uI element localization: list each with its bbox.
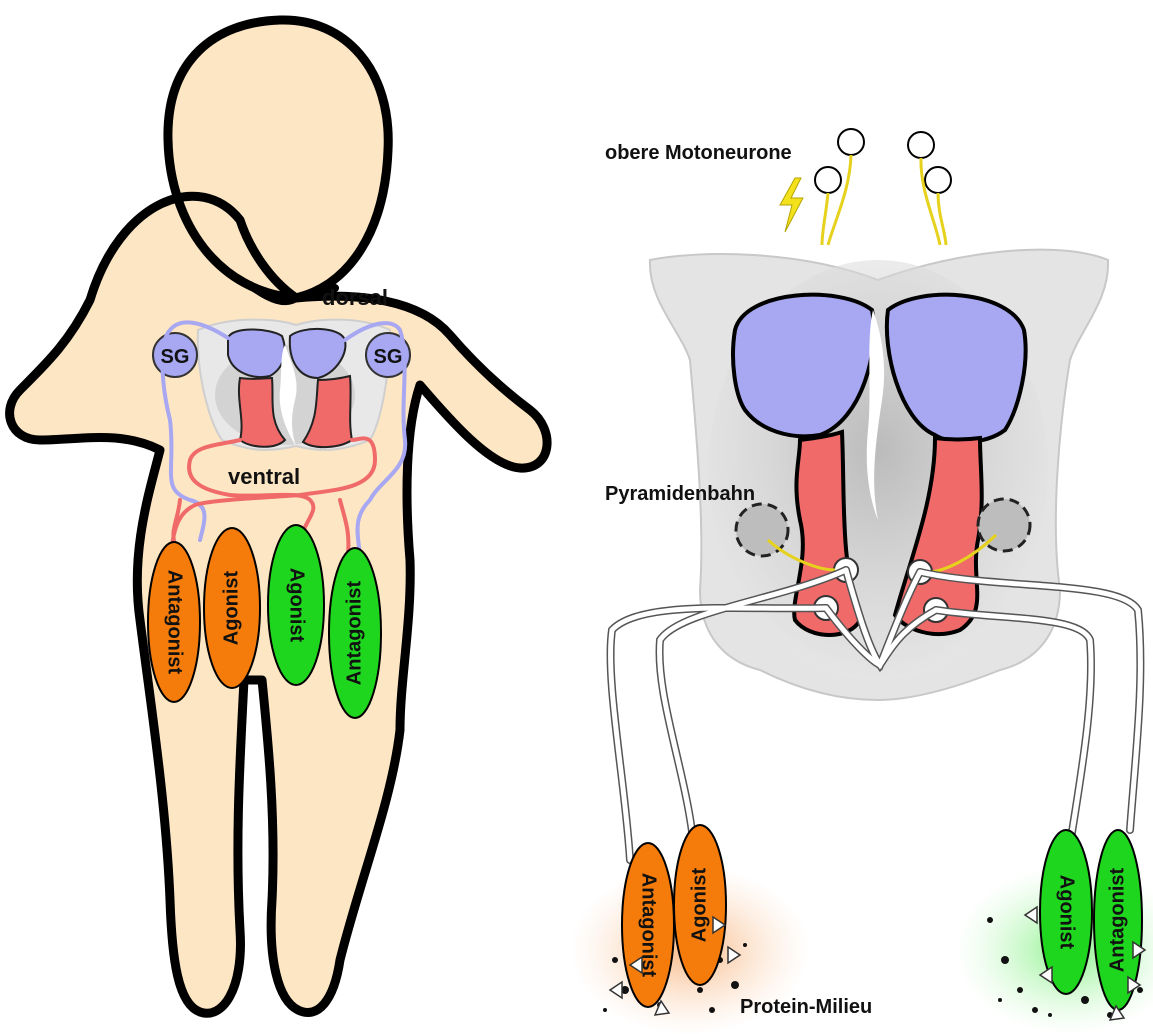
svg-text:Agonist: Agonist (1056, 875, 1078, 950)
svg-text:Agonist: Agonist (286, 568, 308, 643)
human-figure (10, 20, 547, 1013)
dorsal-horn-left (228, 330, 285, 378)
muscle-right-agonist-orange: Agonist (674, 825, 726, 985)
label-sg-left: SG (161, 346, 190, 368)
label-sg-right: SG (374, 346, 403, 368)
label-dorsal: dorsal (322, 285, 388, 310)
svg-text:Agonist: Agonist (688, 867, 710, 942)
label-protein-milieu: Protein-Milieu (740, 996, 872, 1018)
muscle-left-agonist-green: Agonist (268, 525, 324, 685)
muscle-right-antagonist-orange: Antagonist (622, 843, 674, 1007)
label-pyramidal-tract: Pyramidenbahn (605, 483, 755, 505)
svg-text:Agonist: Agonist (220, 570, 242, 645)
label-ventral: ventral (228, 464, 300, 489)
body-outline (10, 20, 547, 1013)
label-upper-motoneurons: obere Motoneurone (605, 142, 792, 164)
svg-text:Antagonist: Antagonist (343, 580, 365, 685)
lightning-icon (780, 178, 803, 232)
muscle-left-antagonist-orange: Antagonist (148, 542, 200, 702)
svg-text:Antagonist: Antagonist (164, 570, 186, 675)
muscle-left-agonist-orange: Agonist (204, 528, 260, 688)
spinal-cord-large (650, 250, 1108, 700)
upper-motoneurons (780, 129, 951, 245)
muscle-left-antagonist-green: Antagonist (329, 548, 381, 718)
svg-text:Antagonist: Antagonist (1106, 867, 1128, 972)
